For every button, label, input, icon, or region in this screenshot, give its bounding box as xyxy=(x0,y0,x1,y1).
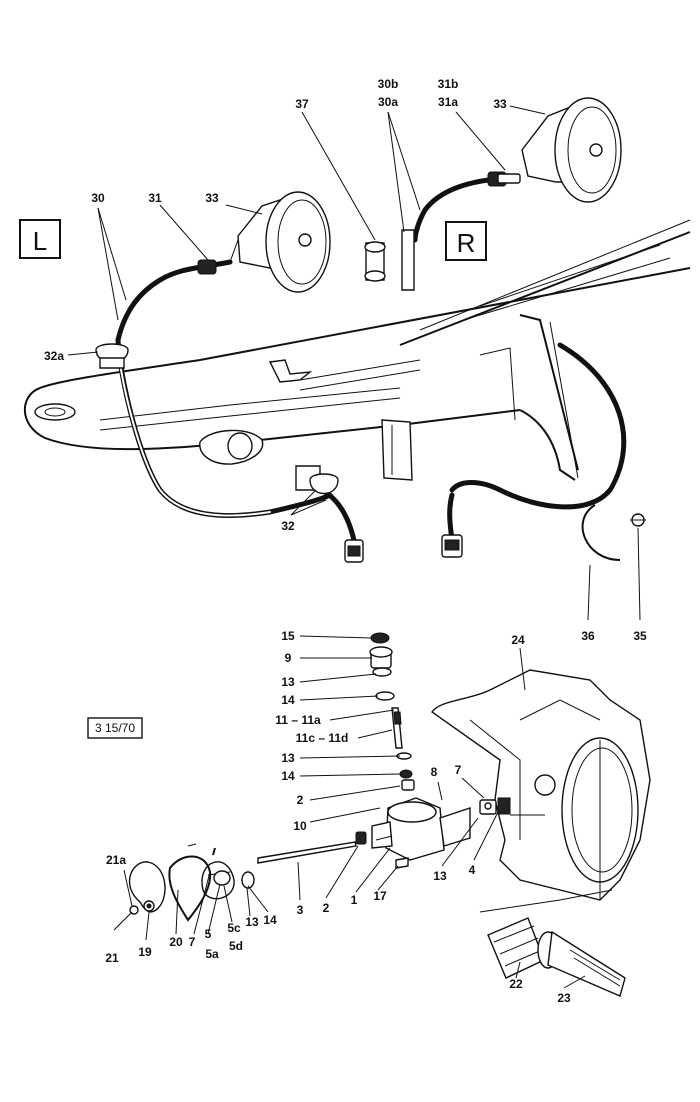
callout-3: 3 xyxy=(297,903,304,917)
callout-8: 8 xyxy=(431,765,438,779)
drive-shaft xyxy=(257,831,393,864)
callout-19: 19 xyxy=(138,945,152,959)
callout-13-b: 13 xyxy=(281,751,295,765)
callout-13-d: 13 xyxy=(245,915,259,929)
leader-lines xyxy=(67,105,641,989)
drive-stack xyxy=(369,632,415,791)
callout-5c: 5c xyxy=(227,921,241,935)
callout-33-right: 33 xyxy=(493,97,507,111)
side-label-right-text: R xyxy=(457,228,476,258)
pinion-gear-shaft xyxy=(479,889,626,997)
callout-5d: 5d xyxy=(229,939,243,953)
callout-13-c: 13 xyxy=(433,869,447,883)
callout-21: 21 xyxy=(105,951,119,965)
frame-beam xyxy=(23,219,691,491)
callout-30b: 30b xyxy=(378,77,399,91)
callout-5a: 5a xyxy=(205,947,219,961)
callout-10: 10 xyxy=(293,819,307,833)
callout-20: 20 xyxy=(169,935,183,949)
gear-small-parts xyxy=(128,843,255,922)
reference-box: 3 15/70 xyxy=(87,717,143,739)
callout-2-a: 2 xyxy=(297,793,304,807)
callout-30a: 30a xyxy=(378,95,398,109)
callout-labels: 37 30b 30a 31b 31a 33 30 31 33 32a 32 36… xyxy=(44,77,647,1005)
callout-33-left: 33 xyxy=(205,191,219,205)
callout-15: 15 xyxy=(281,629,295,643)
callout-31a: 31a xyxy=(438,95,458,109)
callout-14-b: 14 xyxy=(281,769,295,783)
callout-32: 32 xyxy=(281,519,295,533)
left-instrument-gauge xyxy=(229,191,331,293)
side-label-right: R xyxy=(445,221,487,261)
callout-7-a: 7 xyxy=(455,763,462,777)
callout-31b: 31b xyxy=(438,77,459,91)
callout-30: 30 xyxy=(91,191,105,205)
speedo-drive-housing xyxy=(371,797,545,869)
callout-24: 24 xyxy=(511,633,525,647)
callout-22: 22 xyxy=(509,977,523,991)
right-instrument-gauge xyxy=(521,97,622,203)
callout-35: 35 xyxy=(633,629,647,643)
callout-32a: 32a xyxy=(44,349,64,363)
callout-17: 17 xyxy=(373,889,387,903)
callout-37: 37 xyxy=(295,97,309,111)
side-label-left: L xyxy=(19,219,61,259)
callout-2-b: 2 xyxy=(323,901,330,915)
callout-23: 23 xyxy=(557,991,571,1005)
side-label-left-text: L xyxy=(33,226,47,256)
callout-1: 1 xyxy=(351,893,358,907)
callout-31: 31 xyxy=(148,191,162,205)
reference-code: 3 15/70 xyxy=(95,721,135,735)
callout-11-11a: 11 – 11a xyxy=(275,713,321,727)
callout-9: 9 xyxy=(285,651,292,665)
callout-14-a: 14 xyxy=(281,693,295,707)
callout-7-b: 7 xyxy=(189,935,196,949)
cable-connectors xyxy=(95,171,646,563)
callout-36: 36 xyxy=(581,629,595,643)
callout-11c-11d: 11c – 11d xyxy=(296,731,349,745)
callout-4: 4 xyxy=(469,863,476,877)
callout-13-a: 13 xyxy=(281,675,295,689)
gearbox-housing xyxy=(431,669,651,901)
callout-21a: 21a xyxy=(106,853,126,867)
callout-5: 5 xyxy=(205,927,212,941)
callout-14-c: 14 xyxy=(263,913,277,927)
